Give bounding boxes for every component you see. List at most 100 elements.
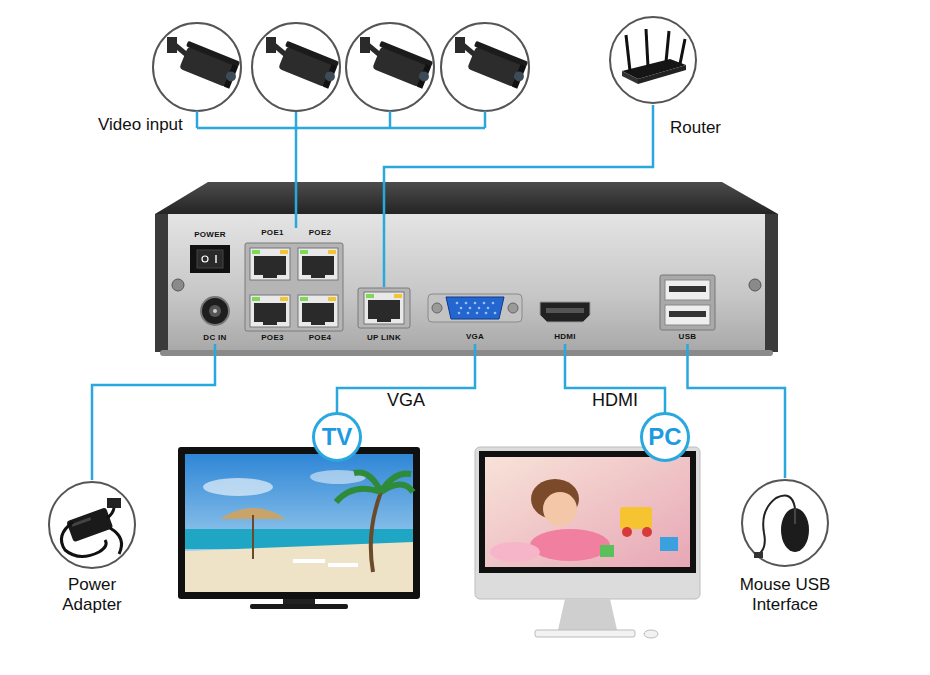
vga-port [476,312,479,315]
vga-port [428,294,522,322]
mouse-circle-shape [759,496,795,554]
hdmi-port [546,308,584,313]
badge-label: TV [312,412,362,462]
dc-in-port: DC IN [193,292,237,344]
vga-port [494,312,497,315]
poe-ports [298,295,338,327]
nvr-device [160,350,773,356]
adapter-circle-shape [110,528,122,554]
pc-monitor-shape [475,447,700,599]
cameras [441,23,530,111]
uplink-port [364,292,404,324]
vga-port [487,307,490,310]
tv-monitor-shape [293,559,325,563]
port-label: VGA [428,332,522,341]
vga-port [483,302,486,305]
pc-monitor-shape [644,630,658,638]
router-circle-shape [626,35,630,71]
pc-monitor-shape [530,529,610,561]
nvr-device [155,214,168,352]
nvr-device [749,279,761,291]
camera-bus [197,127,485,130]
mouse-circle-shape [754,552,763,558]
port-label: POE1 [248,228,297,237]
nvr-device [155,182,778,214]
usb-port: USB [655,272,720,344]
device-label: Mouse USB Interface [735,575,835,615]
uplink-port [358,288,410,328]
tv-monitor-shape [283,599,315,604]
hdmi-port: HDMI [535,298,595,344]
adapter-circle-shape [66,507,113,542]
uplink-port: UP LINK [355,287,413,344]
power-switch: POWER [185,230,235,276]
device-label: Router [670,118,721,138]
edge-label: VGA [356,390,456,411]
tv-monitor: TV [178,447,420,610]
vga-port [428,294,522,322]
usb-ports [665,305,710,325]
vga-port [478,307,481,310]
badge-label: PC [640,412,690,462]
vga-port: VGA [428,290,522,344]
router-circle-shape [680,39,685,64]
pc-monitor-shape [485,457,690,567]
connector-line [688,344,786,478]
router-circle-shape [608,15,698,105]
vga-port [469,307,472,310]
power-switch [197,250,223,268]
usb-ports [660,275,715,330]
cameras [153,23,530,111]
cameras [252,23,341,111]
pc-monitor-shape [490,542,540,562]
mouse-circle-shape [740,478,830,568]
vga-port [456,302,459,305]
adapter-circle-shape [49,482,135,568]
dc-jack [201,297,229,325]
usb-ports [669,286,706,292]
nvr-device [765,214,778,352]
mouse-circle-shape [781,508,809,552]
pc-monitor-shape [558,599,617,630]
cameras [346,23,435,111]
hdmi-port [540,302,590,322]
router-circle-shape [610,17,696,103]
pc-monitor-shape [642,527,652,537]
vga-port [467,312,470,315]
tv-monitor-shape [371,492,381,572]
camera-bus [197,111,485,128]
pc-monitor-shape [660,537,678,551]
router-circle-shape [646,29,648,67]
vga-port [458,312,461,315]
poe-ports [245,243,343,331]
poe-ports [250,295,290,327]
vga-port [446,297,504,319]
pc-monitor: PC [475,447,700,642]
camera-bus [484,111,487,128]
usb-ports [665,280,710,300]
usb-ports [669,311,706,317]
group-label: Video input [98,115,183,135]
mouse-circle: Mouse USB Interface [740,478,830,568]
pc-monitor-shape [475,447,700,642]
adapter-circle-shape [61,522,106,557]
adapter-circle-shape [47,480,137,570]
adapter-circle-shape [71,517,91,527]
tv-monitor-shape [328,563,358,567]
port-label: DC IN [193,333,237,342]
device-label: Power Adapter [42,575,142,615]
camera-group: Video input [150,20,532,112]
dc-jack [201,297,229,325]
mouse-circle-shape [742,480,828,566]
pc-monitor-shape [620,507,652,529]
connector-line [295,112,298,228]
hdmi-port [540,302,590,322]
pc-monitor-shape [479,451,696,573]
mouse-circle-shape [794,509,796,524]
router-circle-shape [638,65,686,84]
nvr-device [155,214,778,352]
pc-monitor-shape [622,527,632,537]
poe-ports [250,248,290,280]
